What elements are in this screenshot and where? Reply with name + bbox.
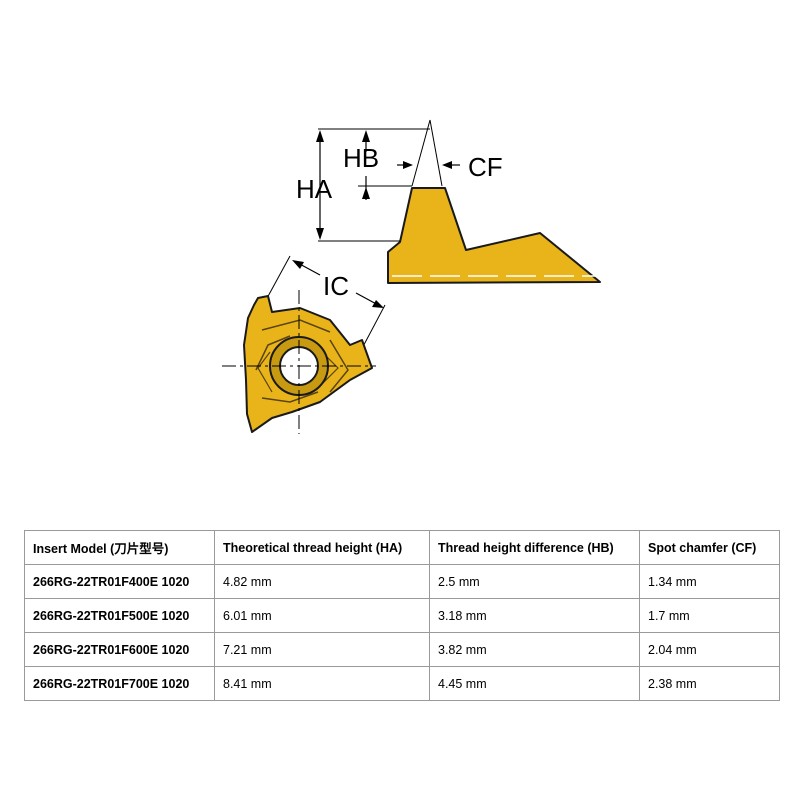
insert-dimension-diagram: HA HB CF IC: [222, 119, 601, 434]
table-row: 266RG-22TR01F700E 1020 8.41 mm 4.45 mm 2…: [24, 666, 780, 701]
cell-ha: 7.21 mm: [214, 632, 430, 667]
cell-hb: 3.18 mm: [429, 598, 640, 633]
insert-spec-table: Insert Model (刀片型号) Theoretical thread h…: [24, 530, 780, 701]
cell-ha: 6.01 mm: [214, 598, 430, 633]
table-row: 266RG-22TR01F600E 1020 7.21 mm 3.82 mm 2…: [24, 632, 780, 667]
ic-label: IC: [323, 271, 349, 301]
cell-hb: 3.82 mm: [429, 632, 640, 667]
thread-profile-view: HA HB CF: [296, 119, 601, 284]
cell-model: 266RG-22TR01F500E 1020: [24, 598, 215, 633]
header-height-difference: Thread height difference (HB): [429, 530, 640, 565]
cell-ha: 8.41 mm: [214, 666, 430, 701]
cell-cf: 2.38 mm: [639, 666, 780, 701]
cell-hb: 2.5 mm: [429, 564, 640, 599]
hb-label: HB: [343, 143, 379, 173]
thread-profile-shape: [387, 187, 601, 284]
header-spot-chamfer: Spot chamfer (CF): [639, 530, 780, 565]
header-thread-height: Theoretical thread height (HA): [214, 530, 430, 565]
cell-model: 266RG-22TR01F400E 1020: [24, 564, 215, 599]
cell-model: 266RG-22TR01F600E 1020: [24, 632, 215, 667]
table-row: 266RG-22TR01F500E 1020 6.01 mm 3.18 mm 1…: [24, 598, 780, 633]
insert-top-view: IC: [222, 255, 386, 434]
cell-cf: 1.7 mm: [639, 598, 780, 633]
cell-hb: 4.45 mm: [429, 666, 640, 701]
cell-cf: 1.34 mm: [639, 564, 780, 599]
cf-label: CF: [468, 152, 503, 182]
header-insert-model: Insert Model (刀片型号): [24, 530, 215, 565]
table-header-row: Insert Model (刀片型号) Theoretical thread h…: [24, 530, 780, 565]
cell-cf: 2.04 mm: [639, 632, 780, 667]
cell-model: 266RG-22TR01F700E 1020: [24, 666, 215, 701]
ha-label: HA: [296, 174, 333, 204]
cell-ha: 4.82 mm: [214, 564, 430, 599]
table-row: 266RG-22TR01F400E 1020 4.82 mm 2.5 mm 1.…: [24, 564, 780, 599]
